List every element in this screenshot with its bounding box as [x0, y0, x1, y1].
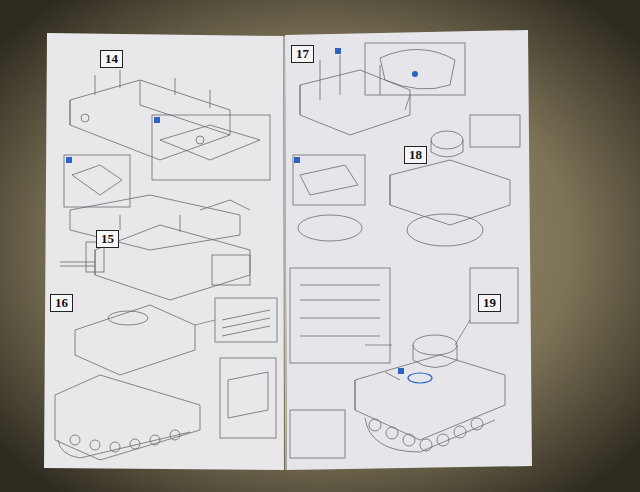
step-number: 18: [404, 146, 427, 164]
page-fold: [284, 36, 286, 470]
leader-lines: [195, 95, 470, 345]
step-number-text: 14: [105, 52, 118, 66]
right-page: [285, 30, 532, 470]
step-number: 17: [291, 45, 314, 63]
step-number: 15: [96, 230, 119, 248]
blue-markers: [66, 48, 418, 374]
part-sketches: [55, 43, 520, 460]
step-number-text: 18: [409, 148, 422, 162]
step-number: 14: [100, 50, 123, 68]
step-number-text: 15: [101, 232, 114, 246]
left-page: [44, 33, 284, 470]
step-number-text: 16: [55, 296, 68, 310]
blue-highlight: [408, 373, 432, 383]
step-number-text: 17: [296, 47, 309, 61]
step-number: 16: [50, 294, 73, 312]
step-number-text: 19: [483, 296, 496, 310]
step-number: 19: [478, 294, 501, 312]
